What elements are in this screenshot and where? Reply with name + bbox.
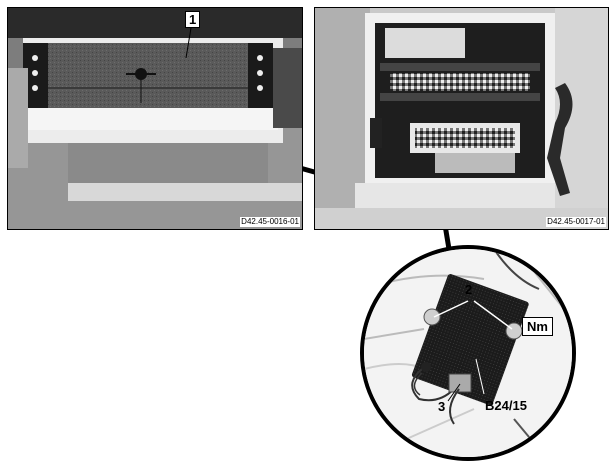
- callout-label-3: 3: [438, 399, 446, 414]
- component-label-b24-15: B24/15: [485, 398, 527, 413]
- detail-illustration: [364, 249, 572, 457]
- photo-left-panel: 1 D42.45-0016-01: [7, 7, 303, 230]
- torque-symbol-nm: Nm: [522, 317, 553, 336]
- callout-line-1: [185, 27, 192, 59]
- reference-code-left: D42.45-0016-01: [240, 217, 300, 227]
- callout-label-1: 1: [185, 11, 201, 28]
- reference-code-right: D42.45-0017-01: [546, 217, 606, 227]
- callout-label-2: 2: [465, 282, 473, 297]
- photo-right-illustration: [315, 8, 608, 229]
- photo-right-panel: D42.45-0017-01: [314, 7, 609, 230]
- detail-magnifier: 2 3 B24/15 Nm: [360, 245, 576, 461]
- photo-left-illustration: [8, 8, 302, 229]
